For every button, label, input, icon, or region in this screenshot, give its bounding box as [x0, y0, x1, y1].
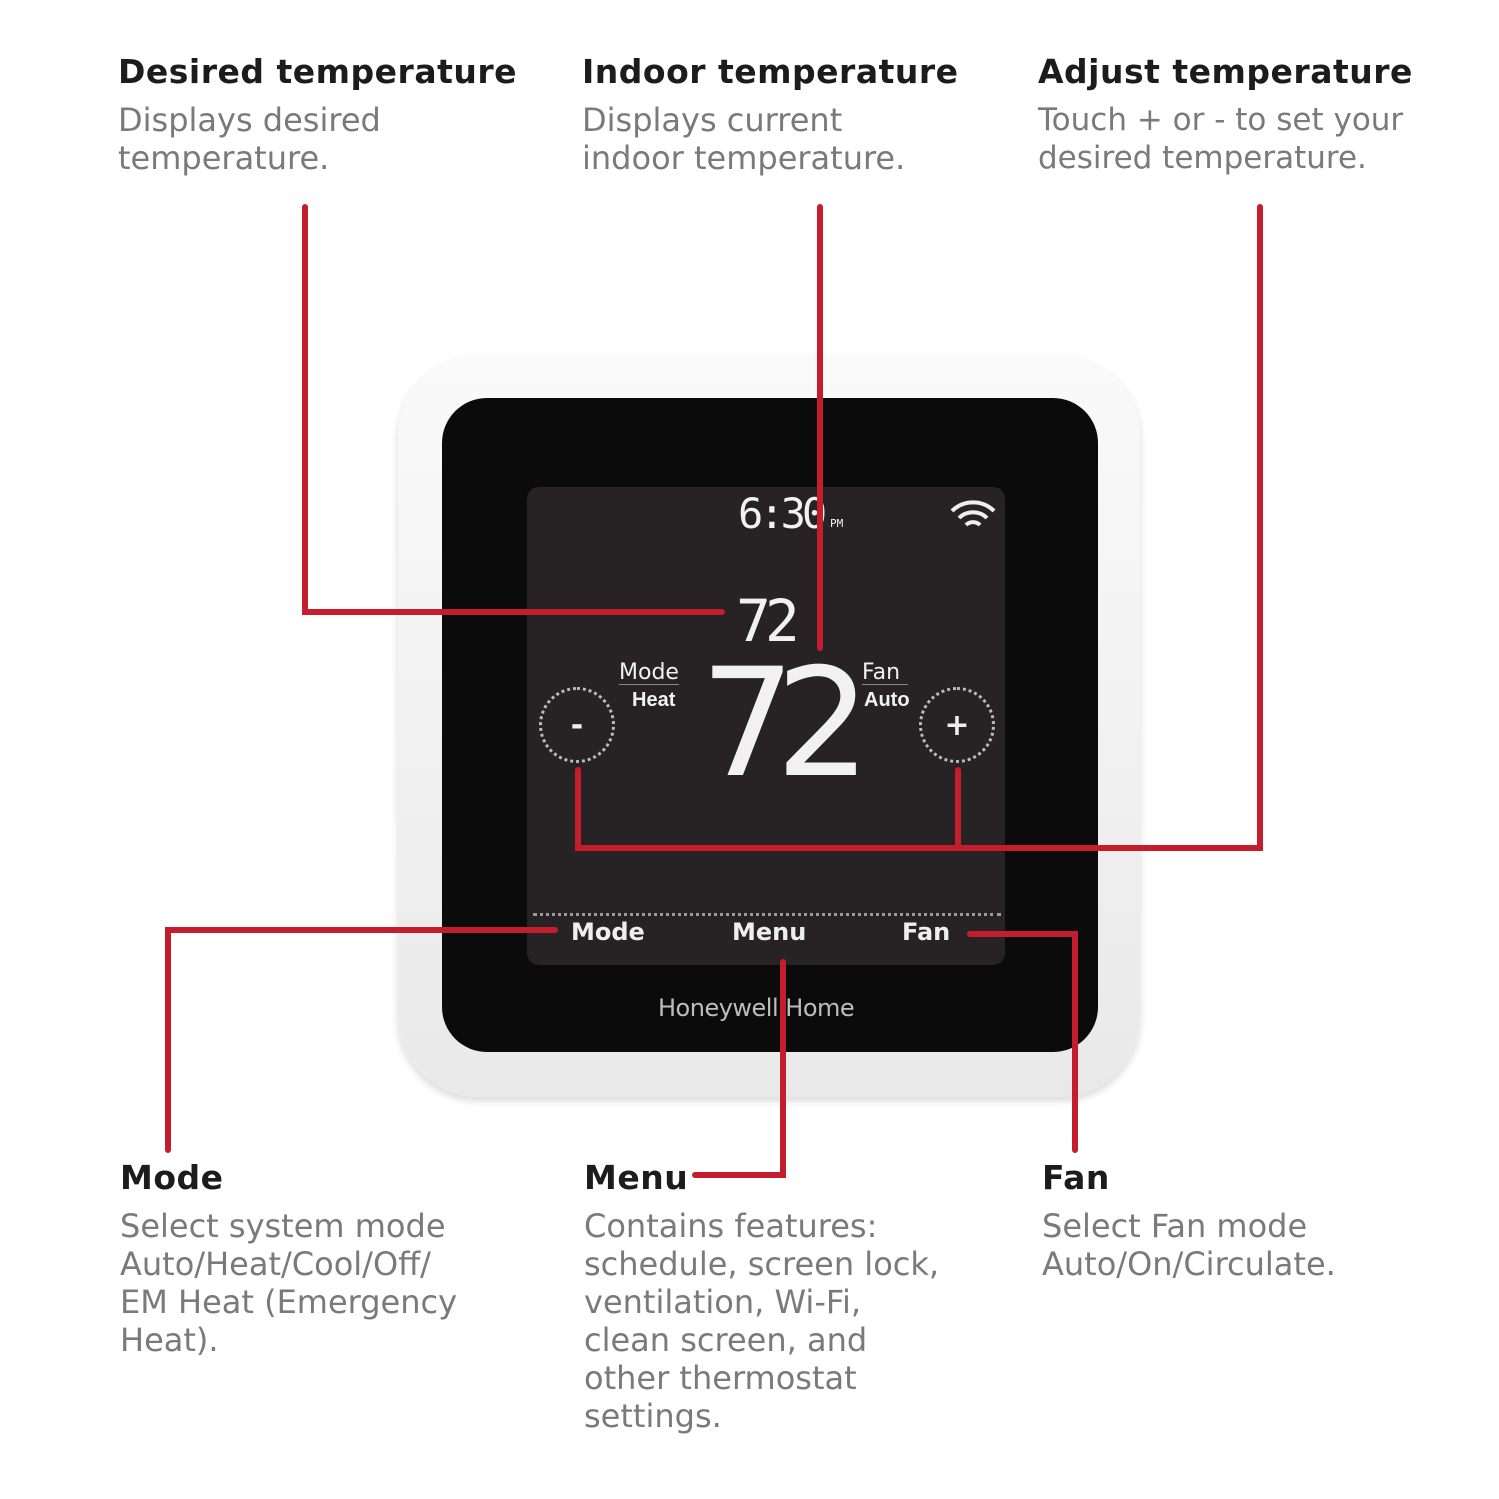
callout-title: Adjust temperature	[1038, 52, 1413, 91]
increase-temperature-button[interactable]: +	[919, 687, 995, 763]
ampm-indicator: PM	[830, 517, 844, 530]
decrease-temperature-button[interactable]: -	[539, 687, 615, 763]
mode-softkey[interactable]: Mode	[571, 918, 645, 946]
callout-title: Menu	[584, 1158, 689, 1197]
callout-text: Select Fan mode Auto/On/Circulate.	[1042, 1207, 1336, 1283]
mode-value: Heat	[632, 689, 676, 711]
fan-label: Fan	[862, 662, 909, 685]
callout-text: Displays current indoor temperature.	[582, 101, 906, 177]
callout-title: Indoor temperature	[582, 52, 959, 91]
fan-value: Auto	[864, 689, 910, 711]
brand-logo: Honeywell Home	[658, 994, 855, 1022]
callout-title: Fan	[1042, 1158, 1110, 1197]
time-display: 6:30	[738, 489, 827, 538]
callout-title: Desired temperature	[118, 52, 518, 91]
adjust-temperature-line	[575, 204, 1263, 851]
callout-text: Displays desired temperature.	[118, 101, 381, 177]
indoor-temperature-display: 72	[700, 637, 871, 811]
mode-label: Mode	[619, 660, 679, 685]
menu-softkey[interactable]: Menu	[732, 918, 807, 946]
desired-temperature-line	[302, 204, 725, 615]
wifi-icon	[950, 500, 996, 527]
desired-temperature-display: 72	[736, 587, 800, 655]
callout-text: Select system mode Auto/Heat/Cool/Off/ E…	[120, 1207, 458, 1359]
mode-line	[165, 927, 558, 1153]
callout-title: Mode	[120, 1158, 224, 1197]
callout-menu: Menu Contains features: schedule, screen…	[584, 1158, 939, 1435]
fan-softkey[interactable]: Fan	[902, 918, 951, 946]
callout-mode: Mode Select system mode Auto/Heat/Cool/O…	[120, 1158, 457, 1359]
menu-line	[692, 959, 786, 1178]
fan-line	[967, 931, 1078, 1153]
callout-text: Contains features: schedule, screen lock…	[584, 1207, 940, 1435]
callout-adjust-temperature: Adjust temperature Touch + or - to set y…	[1038, 52, 1413, 177]
softkey-divider	[533, 913, 1001, 916]
callout-text: Touch + or - to set your desired tempera…	[1038, 102, 1404, 176]
callout-desired-temperature: Desired temperature Displays desired tem…	[118, 52, 517, 177]
callout-fan: Fan Select Fan mode Auto/On/Circulate.	[1042, 1158, 1336, 1283]
callout-indoor-temperature: Indoor temperature Displays current indo…	[582, 52, 959, 177]
